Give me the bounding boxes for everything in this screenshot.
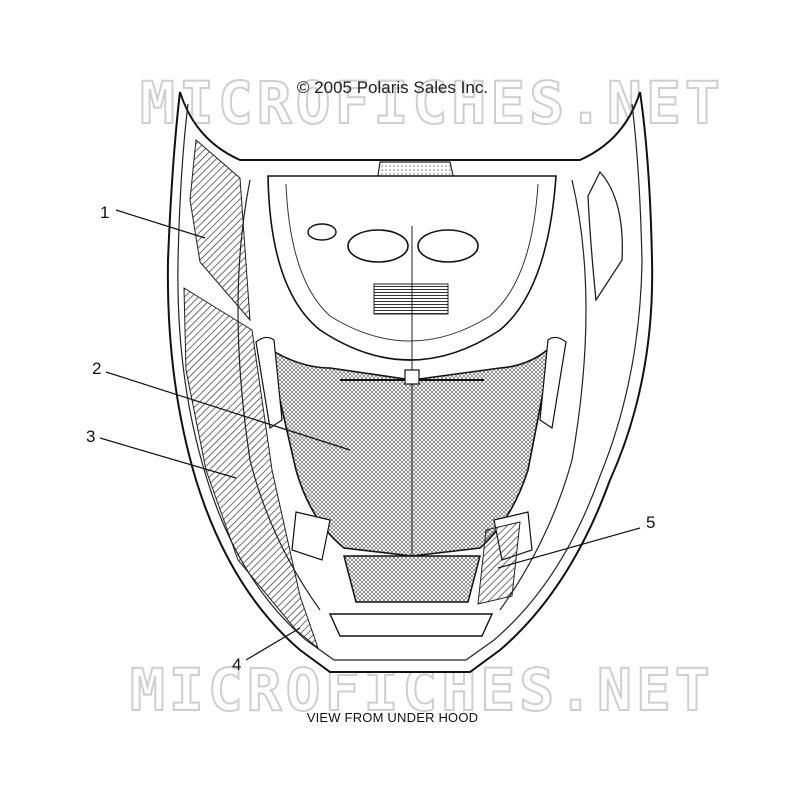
center-vent bbox=[373, 283, 449, 315]
left-lower-panel bbox=[183, 287, 320, 650]
slot-left-upper bbox=[255, 336, 283, 430]
leader-4 bbox=[245, 627, 301, 661]
right-upper-panel bbox=[587, 170, 623, 302]
gauge-right bbox=[417, 229, 479, 263]
callout-2: 2 bbox=[92, 359, 101, 378]
front-lip bbox=[328, 613, 494, 637]
leader-5 bbox=[497, 527, 641, 569]
hood-inner-rim bbox=[177, 103, 643, 661]
callout-1: 1 bbox=[100, 203, 109, 222]
copyright-text: © 2005 Polaris Sales Inc. bbox=[296, 78, 489, 97]
center-clip bbox=[404, 369, 420, 385]
callout-4: 4 bbox=[232, 655, 241, 674]
callout-3: 3 bbox=[86, 427, 95, 446]
leader-1 bbox=[115, 209, 206, 239]
leader-2 bbox=[105, 371, 351, 451]
leader-3 bbox=[99, 437, 237, 479]
slot-left-lower bbox=[291, 511, 331, 561]
view-caption: VIEW FROM UNDER HOOD bbox=[306, 710, 479, 725]
lower-center-mesh bbox=[343, 555, 481, 603]
left-upper-panel bbox=[189, 138, 251, 322]
gauge-left bbox=[347, 229, 409, 263]
lower-right-mesh bbox=[477, 521, 521, 605]
gauge-small bbox=[307, 223, 337, 241]
callout-5: 5 bbox=[646, 513, 655, 532]
slot-right-upper bbox=[539, 336, 567, 430]
left-side-contour bbox=[237, 179, 321, 611]
